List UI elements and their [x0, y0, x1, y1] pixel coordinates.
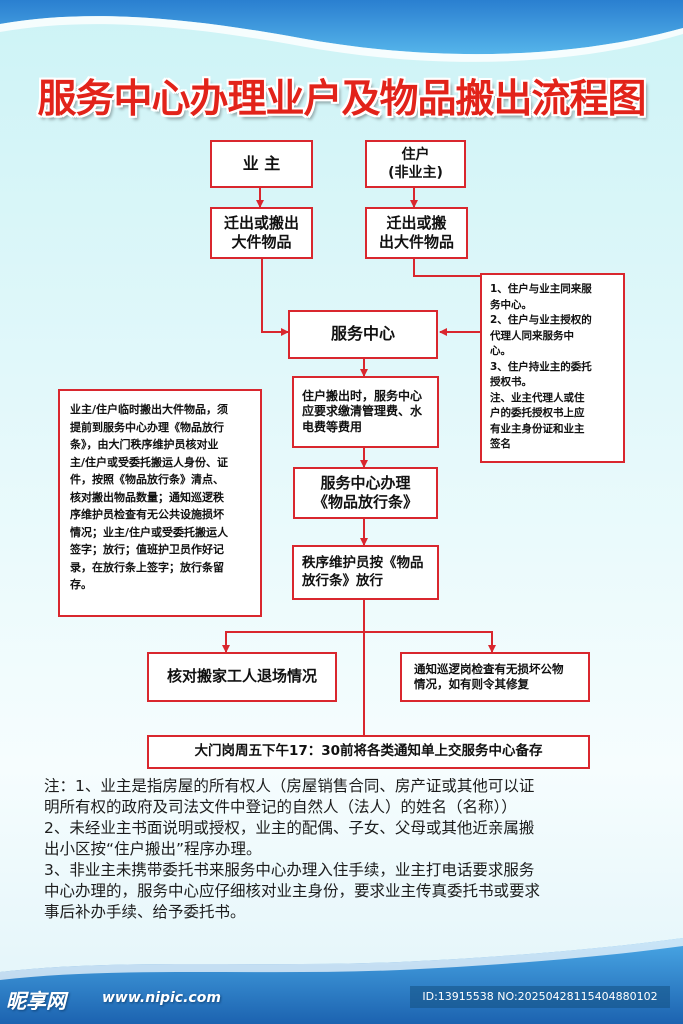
check-workers-label: 核对搬家工人退场情况	[166, 667, 317, 686]
right-note-line: 有业主身份证和业主	[490, 422, 585, 435]
connector-branch-left	[222, 631, 364, 653]
fees-label: 住户搬出时，服务中心 应要求缴清管理费、水 电费等费用	[302, 388, 423, 434]
connector-resident-move-to-note	[413, 259, 480, 277]
issue-pass-label: 服务中心办理 《物品放行条》	[312, 473, 418, 512]
gate-submit-box: 大门岗周五下午17：30前将各类通知单上交服务中心备存	[147, 735, 590, 769]
owner-move-label: 迁出或搬出 大件物品	[223, 213, 299, 252]
left-note-line: 条》，由大门秩序维护员核对业	[70, 438, 219, 451]
issue-pass-box: 服务中心办理 《物品放行条》	[293, 467, 438, 519]
left-note-line: 件，按照《物品放行条》清点、	[70, 473, 224, 486]
footer-note-line: 事后补办手续、给予委托书。	[44, 903, 246, 921]
owner-move-box: 迁出或搬出 大件物品	[210, 207, 313, 259]
right-note-line: 务中心。	[490, 298, 532, 311]
right-note-line: 1、住户与业主同来服	[490, 283, 592, 295]
left-note-box: 业主/住户临时搬出大件物品，须 提前到服务中心办理《物品放行 条》，由大门秩序维…	[58, 389, 262, 617]
footer-note-line: 出小区按“住户搬出”程序办理。	[44, 840, 262, 858]
release-box: 秩序维护员按《物品 放行条》放行	[292, 545, 439, 600]
right-note-line: 代理人同来服务中	[490, 329, 574, 342]
notify-patrol-box: 通知巡逻岗检查有无损坏公物 情况，如有则令其修复	[400, 652, 590, 702]
footer-notes: 注：1、业主是指房屋的所有权人（房屋销售合同、房产证或其他可以证 明所有权的政府…	[44, 776, 664, 923]
left-note-line: 存。	[70, 578, 92, 591]
connector-branch-right	[364, 631, 496, 653]
left-note-line: 情况；业主/住户或受委托搬运人	[70, 525, 229, 539]
page-title: 服务中心办理业户及物品搬出流程图	[37, 77, 646, 122]
owner-box: 业 主	[210, 140, 313, 188]
left-note-line: 签字；放行；值班护卫员作好记	[70, 543, 224, 556]
right-note-line: 注、业主代理人或住	[490, 391, 585, 404]
left-note-line: 主/住户或受委托搬运人身份、证	[70, 455, 229, 469]
footer-note-line: 中心办理的，服务中心应仔细核对业主身份，要求业主传真委托书或要求	[44, 882, 541, 900]
release-label: 秩序维护员按《物品 放行条》放行	[302, 554, 424, 589]
resident-box: 住户 (非业主)	[365, 140, 466, 188]
left-note-line: 核对搬出物品数量；通知巡逻秩	[70, 490, 224, 504]
fees-box: 住户搬出时，服务中心 应要求缴清管理费、水 电费等费用	[292, 376, 439, 448]
right-note-line: 3、住户持业主的委托	[490, 360, 592, 373]
right-note-line: 心。	[490, 345, 511, 357]
footer-note-line: 3、非业主未携带委托书来服务中心办理入住手续，业主打电话要求服务	[44, 861, 535, 879]
footer-note-line: 明所有权的政府及司法文件中登记的自然人（法人）的姓名（名称））	[44, 798, 517, 816]
service-center-label: 服务中心	[330, 324, 395, 344]
left-note-line: 序维护员检查有无公共设施损坏	[70, 508, 224, 521]
watermark-brand: 昵享网	[6, 989, 66, 1013]
left-note-line: 提前到服务中心办理《物品放行	[70, 420, 224, 434]
owner-label: 业 主	[242, 153, 281, 173]
right-note-line: 签名	[490, 438, 511, 450]
resident-move-box: 迁出或搬 出大件物品	[365, 207, 468, 259]
right-note-line: 授权书。	[490, 376, 532, 388]
watermark-id: ID:13915538 NO:20250428115404880102	[410, 986, 670, 1008]
right-note-line: 2、住户与业主授权的	[490, 314, 592, 326]
left-note-line: 业主/住户临时搬出大件物品，须	[70, 403, 229, 416]
service-center-box: 服务中心	[288, 310, 438, 359]
gate-submit-label: 大门岗周五下午17：30前将各类通知单上交服务中心备存	[194, 743, 543, 760]
notify-patrol-label: 通知巡逻岗检查有无损坏公物 情况，如有则令其修复	[414, 662, 564, 691]
resident-move-label: 迁出或搬 出大件物品	[378, 213, 454, 252]
watermark-url: www.nipic.com	[102, 990, 221, 1006]
check-workers-box: 核对搬家工人退场情况	[147, 652, 337, 702]
left-note-line: 录，在放行条上签字；放行条留	[70, 560, 224, 574]
right-note-line: 户的委托授权书上应	[490, 407, 585, 419]
connector-owner-move-to-center	[261, 259, 289, 336]
footer-note-line: 2、未经业主书面说明或授权，业主的配偶、子女、父母或其他近亲属搬	[44, 819, 535, 837]
resident-label: 住户 (非业主)	[388, 146, 443, 181]
footer-note-line: 注：1、业主是指房屋的所有权人（房屋销售合同、房产证或其他可以证	[44, 777, 535, 795]
right-note-box: 1、住户与业主同来服 务中心。 2、住户与业主授权的 代理人同来服务中 心。 3…	[480, 273, 625, 463]
